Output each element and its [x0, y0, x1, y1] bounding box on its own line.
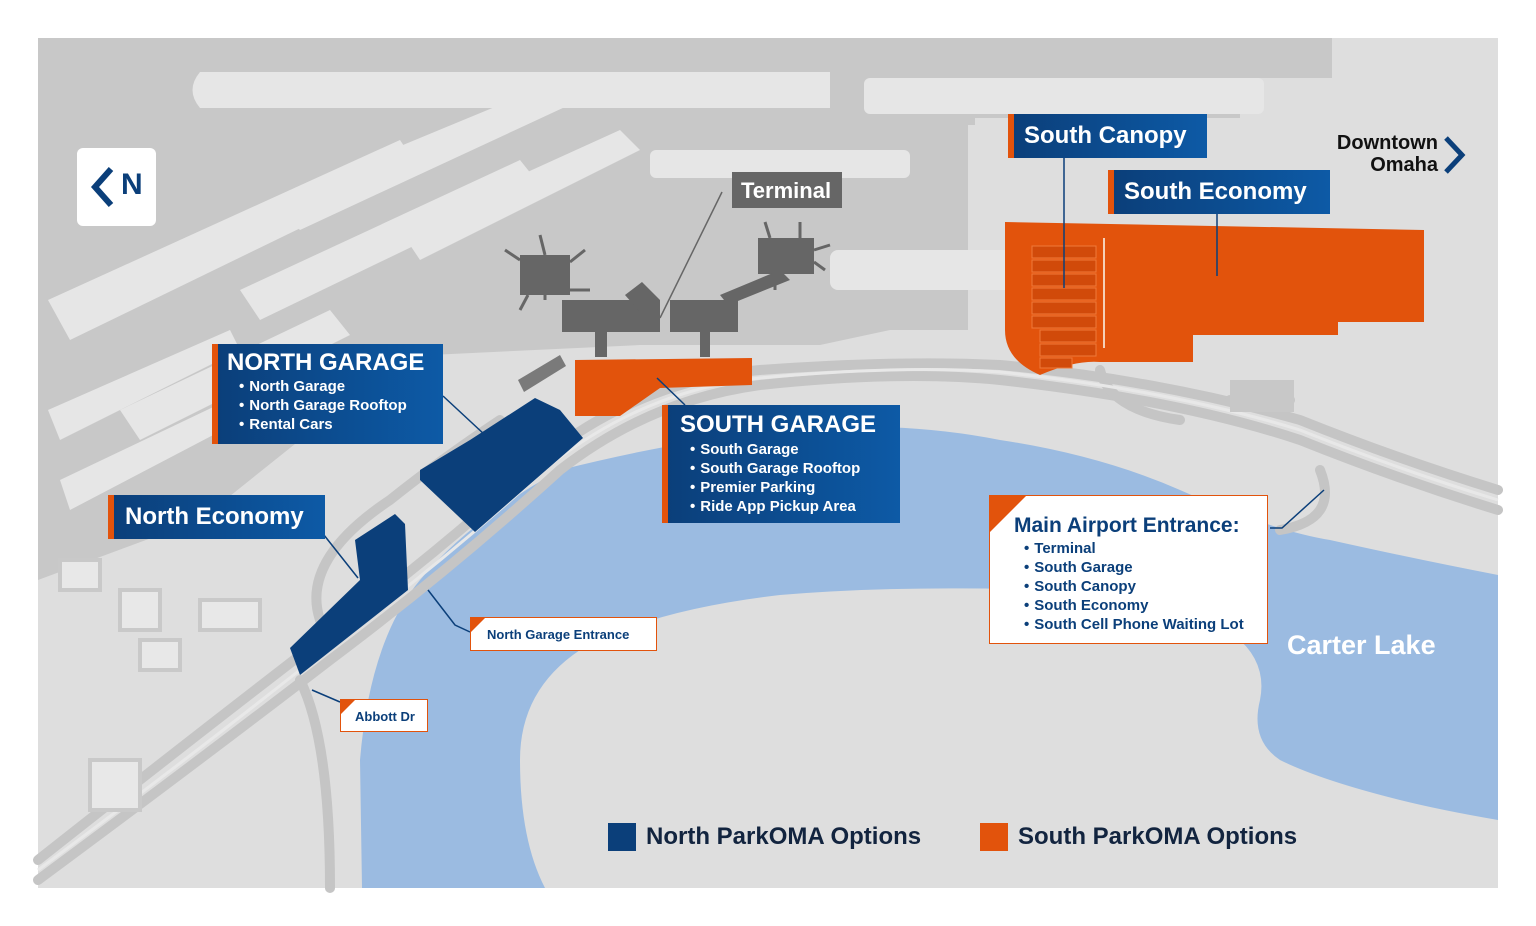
- list-item: Terminal: [1024, 539, 1267, 558]
- south-garage-label: SOUTH GARAGE South Garage South Garage R…: [662, 405, 900, 523]
- legend-north-swatch: [608, 823, 636, 851]
- north-economy-shape: [290, 514, 408, 675]
- south-economy-label: South Economy: [1108, 170, 1330, 214]
- list-item: North Garage: [239, 377, 443, 396]
- downtown-omaha-label: Downtown Omaha: [1306, 132, 1438, 176]
- list-item: North Garage Rooftop: [239, 396, 443, 415]
- north-economy-label: North Economy: [108, 495, 325, 539]
- abbott-dr-text: Abbott Dr: [355, 709, 415, 724]
- north-garage-items: North Garage North Garage Rooftop Rental…: [227, 377, 443, 434]
- chevron-left-icon: [90, 167, 114, 207]
- north-compass: N: [77, 148, 156, 226]
- corner-accent: [471, 618, 485, 632]
- legend-south-swatch: [980, 823, 1008, 851]
- building-parcel: [1230, 380, 1294, 412]
- north-garage-shape: [420, 398, 583, 532]
- south-garage-items: South Garage South Garage Rooftop Premie…: [680, 440, 900, 516]
- list-item: South Garage Rooftop: [690, 459, 900, 478]
- downtown-arrow-icon: [1444, 136, 1466, 174]
- carter-lake-label: Carter Lake: [1287, 630, 1436, 660]
- list-item: Ride App Pickup Area: [690, 497, 900, 516]
- south-canopy-lot: [1031, 245, 1097, 369]
- main-airport-entrance-label: Main Airport Entrance: Terminal South Ga…: [989, 495, 1268, 644]
- legend-north: North ParkOMA Options: [608, 823, 921, 851]
- north-garage-entrance-text: North Garage Entrance: [487, 627, 630, 642]
- list-item: South Garage: [1024, 558, 1267, 577]
- south-garage-title: SOUTH GARAGE: [680, 411, 877, 438]
- list-item: South Cell Phone Waiting Lot: [1024, 615, 1267, 634]
- list-item: Premier Parking: [690, 478, 900, 497]
- corner-accent: [990, 496, 1026, 532]
- north-garage-entrance-label: North Garage Entrance: [470, 617, 657, 651]
- north-garage-label: NORTH GARAGE North Garage North Garage R…: [212, 344, 443, 444]
- south-economy-label-text: South Economy: [1124, 178, 1307, 205]
- list-item: South Garage: [690, 440, 900, 459]
- south-economy-lot: [1005, 222, 1424, 375]
- main-entrance-items: Terminal South Garage South Canopy South…: [1014, 539, 1267, 634]
- list-item: South Canopy: [1024, 577, 1267, 596]
- south-canopy-label: South Canopy: [1008, 114, 1207, 158]
- terminal-building: [504, 221, 831, 357]
- list-item: Rental Cars: [239, 415, 443, 434]
- north-economy-label-text: North Economy: [125, 503, 304, 530]
- main-entrance-title: Main Airport Entrance:: [1014, 514, 1240, 537]
- legend-north-label: North ParkOMA Options: [646, 823, 922, 850]
- downtown-line1: Downtown: [1336, 132, 1438, 154]
- abbott-dr-label: Abbott Dr: [340, 699, 428, 732]
- south-garage-shape: [575, 358, 752, 416]
- terminal-label: Terminal: [732, 172, 842, 208]
- list-item: South Economy: [1024, 596, 1267, 615]
- compass-letter: N: [121, 168, 143, 201]
- legend-south: South ParkOMA Options: [980, 823, 1297, 851]
- leader-lines: [311, 158, 1325, 703]
- corner-accent: [341, 700, 355, 714]
- city-blocks: [58, 558, 262, 812]
- south-canopy-label-text: South Canopy: [1024, 122, 1187, 149]
- terminal-label-text: Terminal: [741, 178, 832, 203]
- legend-south-label: South ParkOMA Options: [1018, 823, 1298, 850]
- downtown-line2: Omaha: [1370, 154, 1438, 176]
- north-garage-title: NORTH GARAGE: [227, 349, 425, 376]
